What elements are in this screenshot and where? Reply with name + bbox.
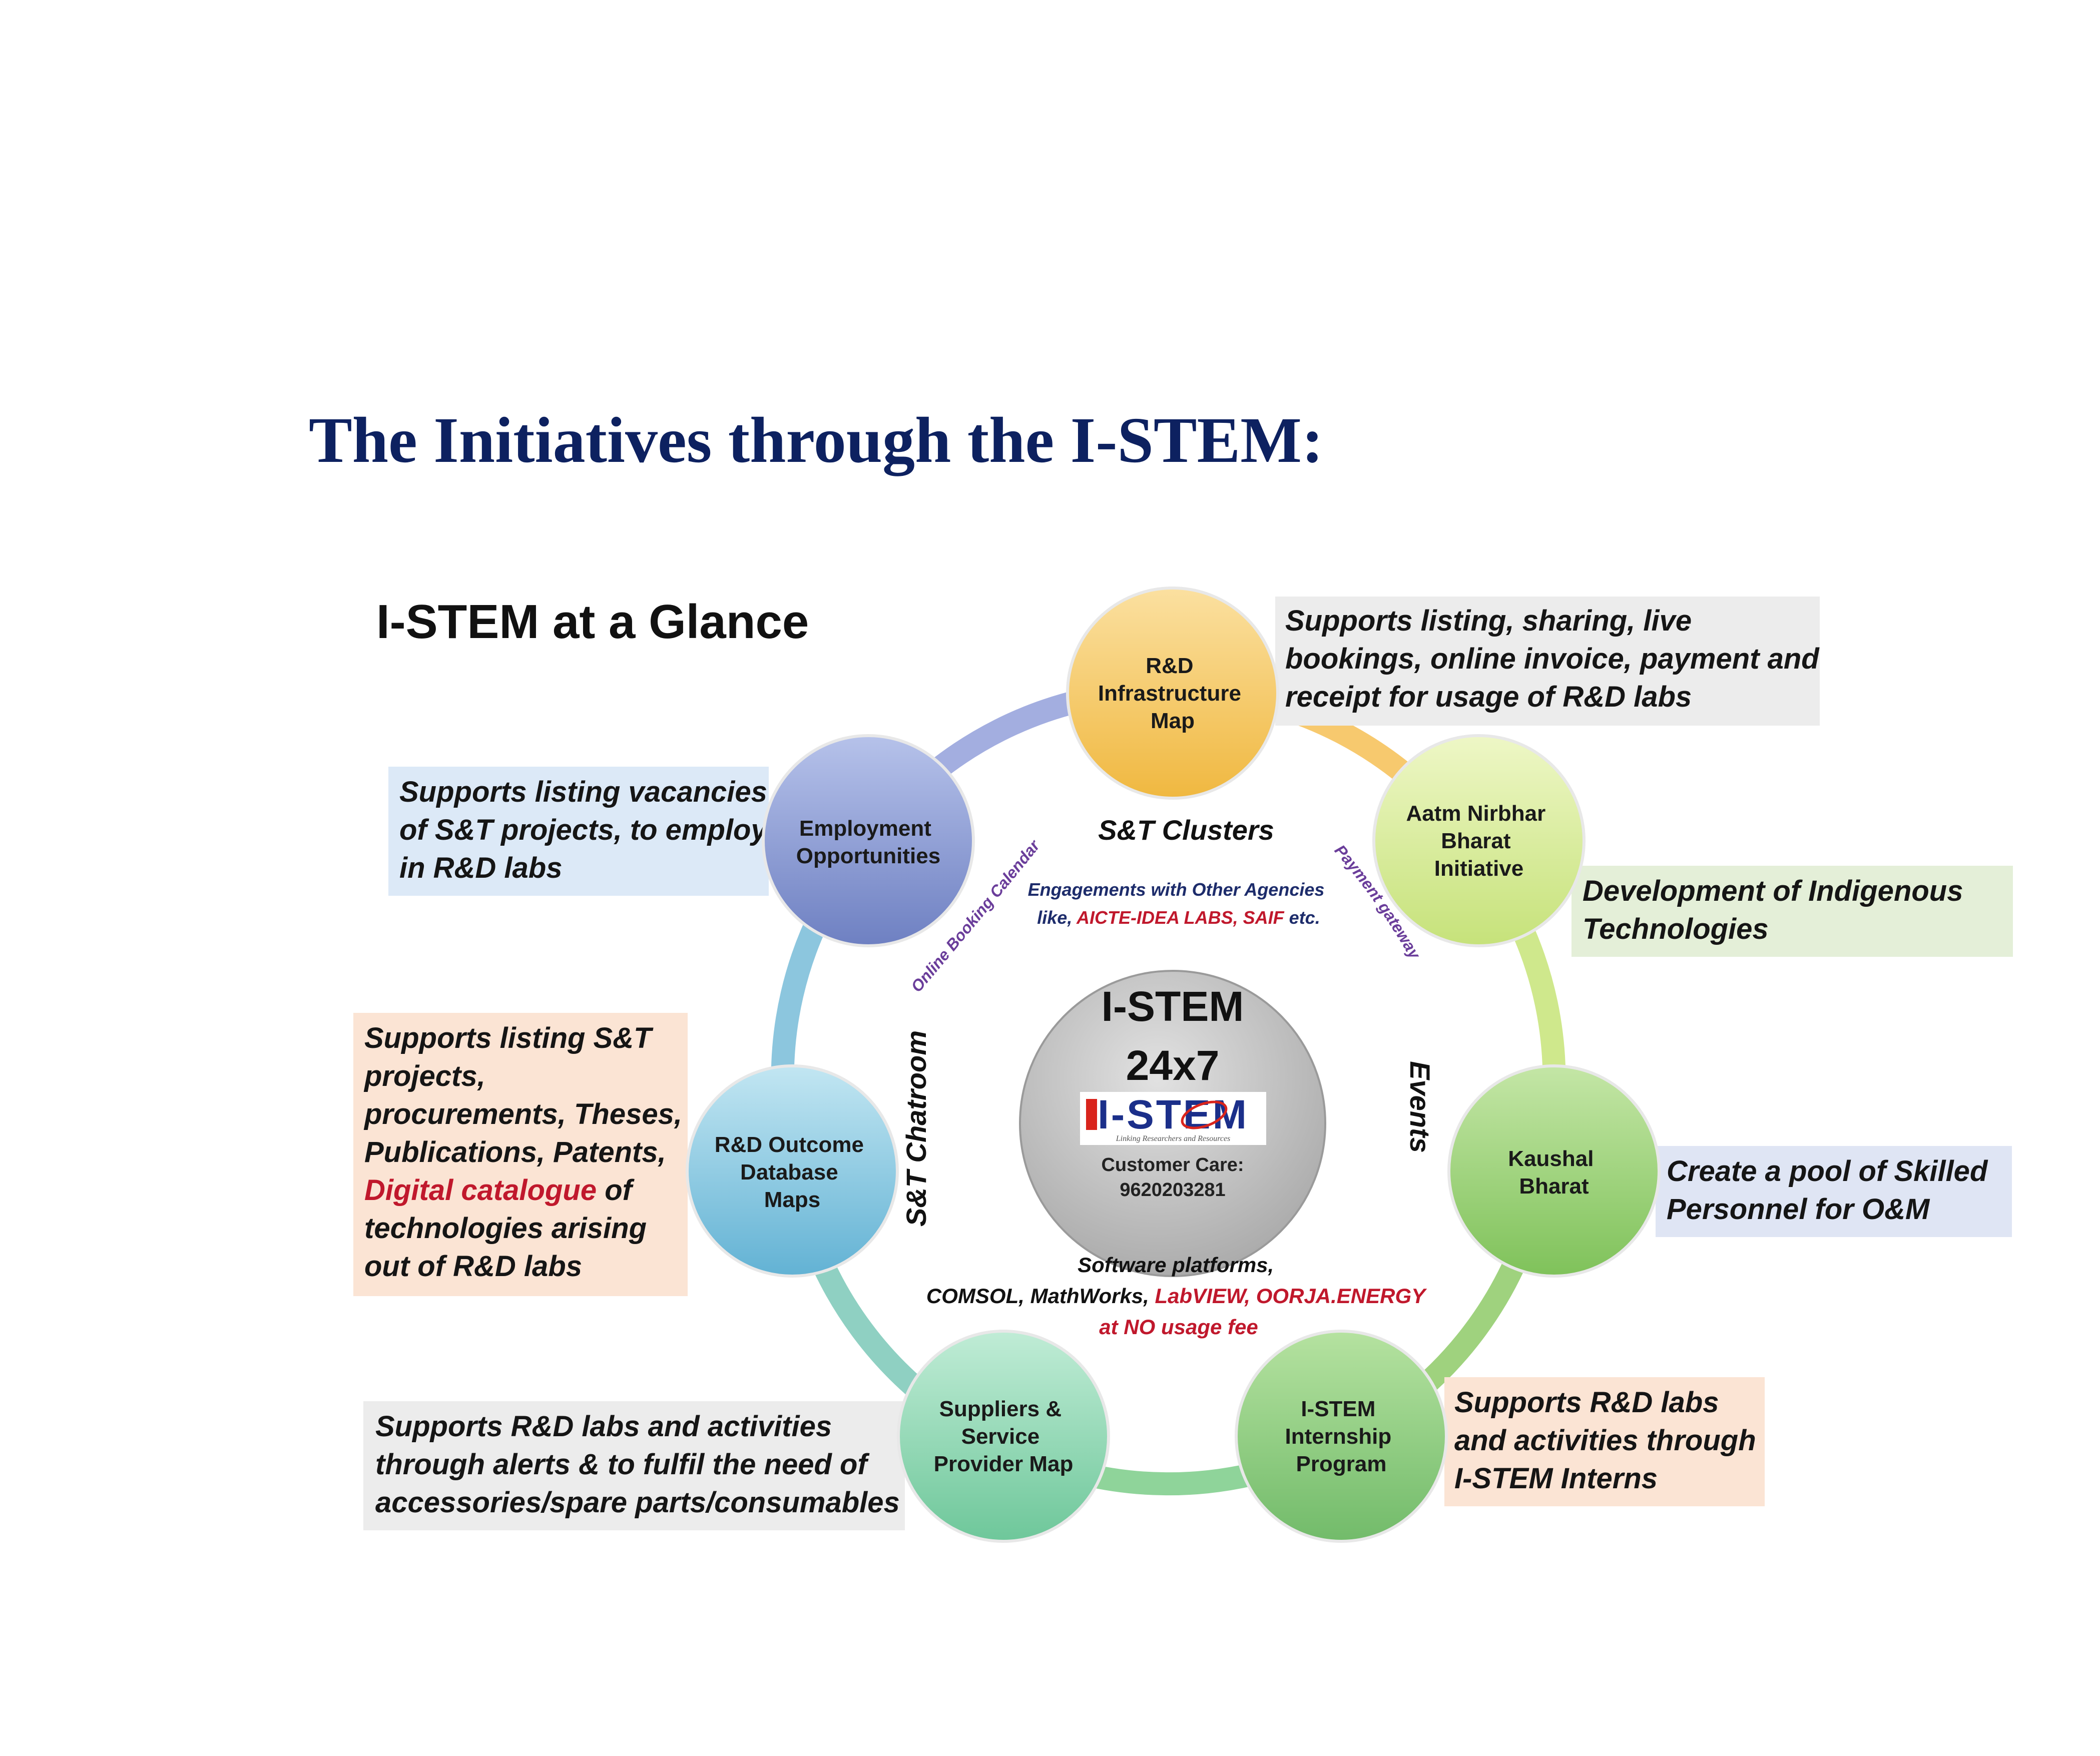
diagram-title: I-STEM at a Glance <box>376 595 809 649</box>
chatroom-label: S&T Chatroom <box>900 1030 932 1227</box>
node-kaushal-bharat: Kaushal Bharat <box>1447 1064 1661 1278</box>
svg-text:Aatm Nirbhar Bharat: Aatm Nirbhar Bharat Initiative <box>1406 801 1552 881</box>
st-clusters-label: S&T Clusters <box>1098 814 1274 846</box>
digital-catalogue-highlight: Digital catalogue <box>364 1174 597 1207</box>
callout-text: Supports listing S&T projects, procureme… <box>363 1022 690 1283</box>
callout-atmanirbhar: Development of Indigenous Technologies <box>1571 866 2013 957</box>
node-internship-program: I-STEM Internship Program <box>1235 1330 1448 1543</box>
callout-text: Supports R&D labs and activities through… <box>375 1410 900 1519</box>
svg-text:I-STEM: I-STEM <box>1098 1092 1249 1137</box>
svg-text:Kaushal Bharat: Kaushal Bharat <box>1508 1146 1600 1199</box>
center-subtitle: 24x7 <box>1126 1042 1220 1089</box>
node-suppliers-map: Suppliers & Service Provider Map <box>897 1330 1110 1543</box>
atom-icon <box>1181 1100 1228 1129</box>
callout-text: Supports R&D labs and activities through… <box>1454 1386 1764 1495</box>
node-employment: Employment Opportunities <box>762 734 975 947</box>
callout-text: Create a pool of Skilled Personnel for O… <box>1667 1155 1996 1226</box>
engagements-note: Engagements with Other Agencies like, AI… <box>1028 879 1330 928</box>
callout-kaushal: Create a pool of Skilled Personnel for O… <box>1656 1146 2012 1237</box>
svg-text:Suppliers & Service: Suppliers & Service Provider Map <box>934 1397 1074 1476</box>
events-label: Events <box>1404 1061 1436 1153</box>
callout-employment: Supports listing vacancies of S&T projec… <box>388 767 775 896</box>
callout-suppliers: Supports R&D labs and activities through… <box>363 1401 905 1530</box>
center-hub: I-STEM 24x7 I-STEM Linking Researchers a… <box>1019 970 1326 1277</box>
center-title: I-STEM <box>1102 983 1244 1030</box>
callout-text: Development of Indigenous Technologies <box>1583 875 1971 945</box>
customer-care-label: Customer Care: <box>1101 1154 1244 1176</box>
svg-text:Employment Opportunities: Employment Opportunities <box>796 816 940 868</box>
node-outcome-database: R&D Outcome Database Maps <box>686 1064 899 1278</box>
istem-logo: I-STEM Linking Researchers and Resources <box>1080 1092 1266 1145</box>
callout-outcome: Supports listing S&T projects, procureme… <box>353 1013 690 1296</box>
svg-text:I-STEM Internship: I-STEM Internship Program <box>1285 1397 1398 1476</box>
svg-text:R&D Infrastructure: R&D Infrastructure Map <box>1098 654 1247 733</box>
customer-care-number: 9620203281 <box>1120 1180 1225 1201</box>
page-heading: The Initiatives through the I-STEM: <box>309 404 1324 476</box>
svg-text:R&D Outcome Database: R&D Outcome Database Maps <box>715 1132 870 1212</box>
callout-text: Supports listing vacancies of S&T projec… <box>399 776 775 884</box>
software-note: Software platforms, COMSOL, MathWorks, L… <box>926 1253 1431 1339</box>
callout-infrastructure: Supports listing, sharing, live bookings… <box>1275 597 1827 726</box>
node-infrastructure-map: R&D Infrastructure Map <box>1066 587 1279 800</box>
node-atmanirbhar: Aatm Nirbhar Bharat Initiative <box>1372 734 1586 947</box>
svg-text:Linking Researchers and Resour: Linking Researchers and Resources <box>1116 1134 1231 1143</box>
callout-internship: Supports R&D labs and activities through… <box>1444 1377 1765 1506</box>
callout-text: Supports listing, sharing, live bookings… <box>1285 605 1827 713</box>
